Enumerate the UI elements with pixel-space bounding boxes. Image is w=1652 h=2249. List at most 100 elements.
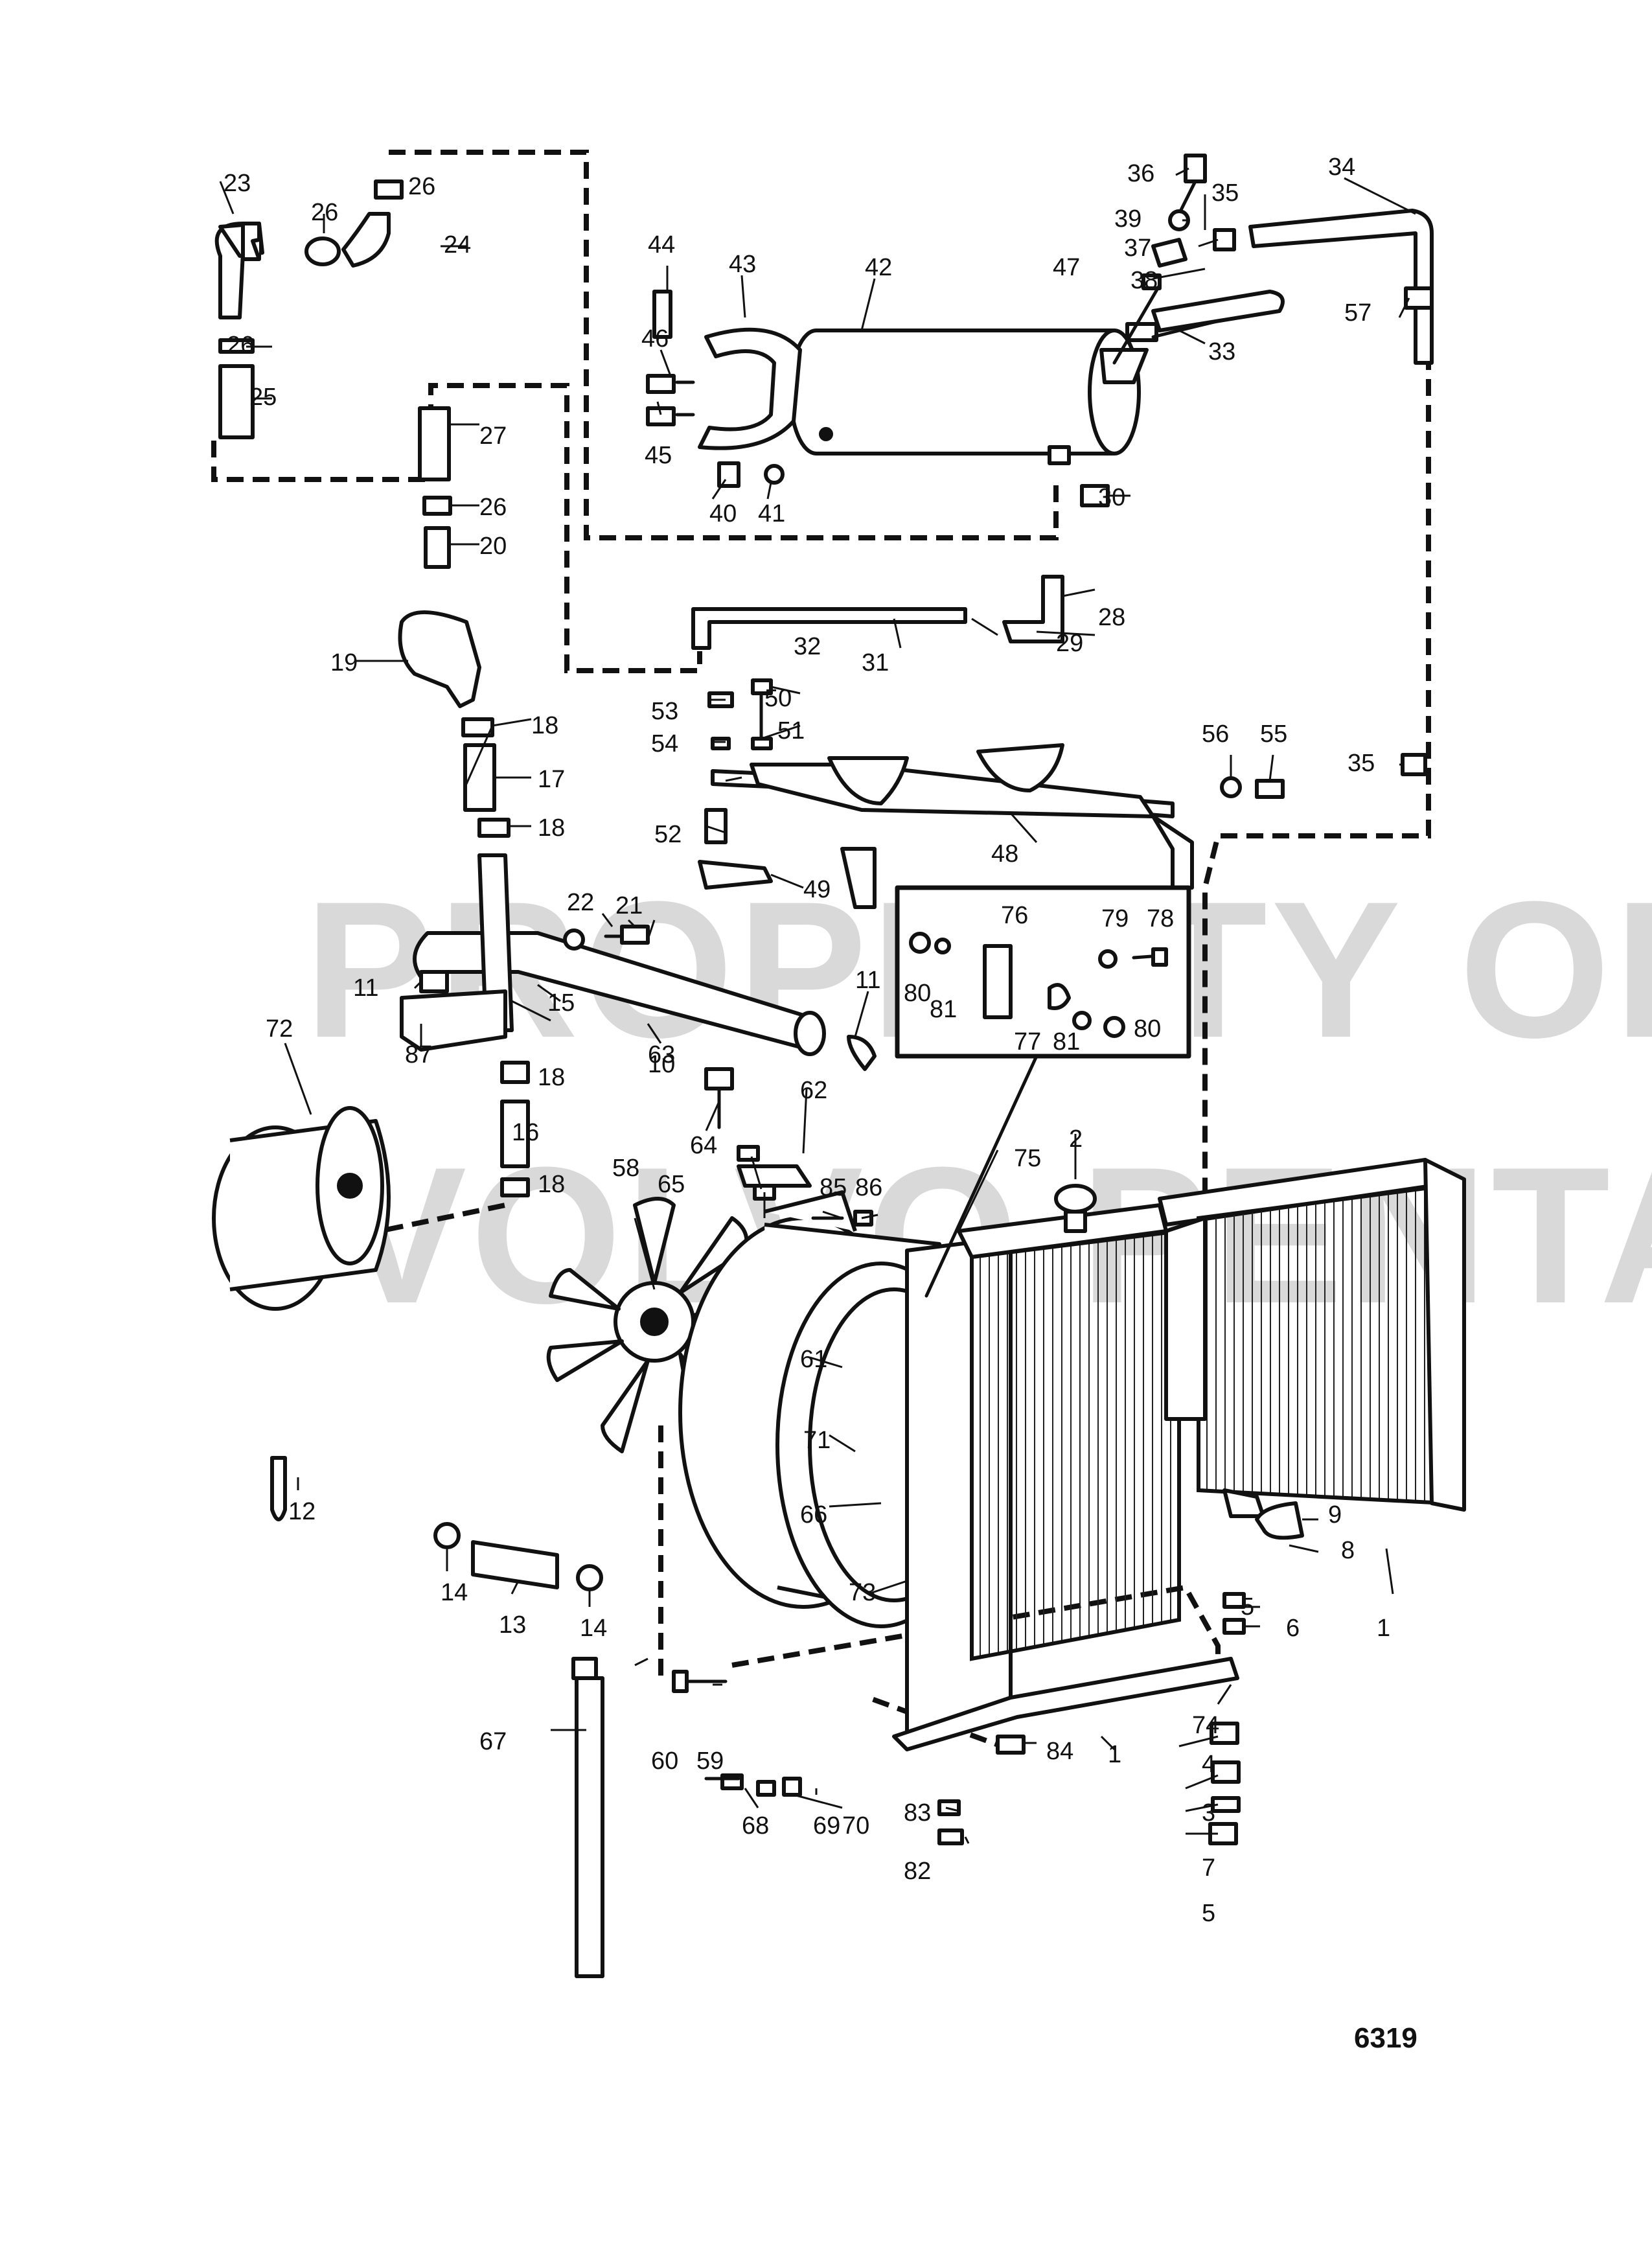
part-number-label: 38 — [1130, 267, 1158, 294]
part-number-label: 29 — [1056, 630, 1083, 657]
pipe-10-assembly — [400, 853, 877, 1197]
part-number-label: 70 — [842, 1812, 869, 1840]
part-number-label: 12 — [288, 1498, 315, 1525]
part-number-label: 82 — [904, 1858, 931, 1885]
part-number-label: 81 — [930, 996, 957, 1023]
part-number-label: 59 — [696, 1747, 724, 1775]
expansion-tank-assembly — [646, 154, 1434, 776]
part-number-label: 14 — [441, 1579, 468, 1606]
part-number-label: 18 — [538, 814, 565, 842]
part-number-label: 26 — [479, 494, 507, 521]
part-number-label: 27 — [479, 422, 507, 450]
part-number-label: 63 — [648, 1041, 675, 1068]
part-number-label: 18 — [538, 1171, 565, 1198]
route-right — [1202, 353, 1431, 1231]
part-number-label: 7 — [1202, 1854, 1215, 1882]
part-number-label: 58 — [612, 1155, 639, 1182]
part-number-label: 69 — [813, 1812, 840, 1840]
part-number-label: 25 — [249, 384, 277, 411]
part-number-label: 79 — [1101, 905, 1129, 932]
part-number-label: 9 — [1328, 1501, 1342, 1528]
part-number-label: 83 — [904, 1799, 931, 1827]
part-number-label: 16 — [512, 1119, 539, 1146]
pulley-72 — [212, 1106, 391, 1311]
part-number-label: 67 — [479, 1728, 507, 1755]
hardware — [270, 1067, 1304, 1978]
part-number-label: 15 — [547, 989, 575, 1017]
part-number-label: 61 — [800, 1346, 827, 1373]
part-number-label: 40 — [709, 500, 737, 527]
part-number-label: 86 — [855, 1174, 882, 1201]
part-number-label: 13 — [499, 1611, 526, 1639]
part-number-label: 20 — [479, 533, 507, 560]
part-number-label: 32 — [794, 633, 821, 660]
part-number-label: 17 — [538, 766, 565, 793]
part-number-label: 75 — [1014, 1145, 1041, 1172]
part-number-label: 22 — [567, 889, 594, 916]
part-number-label: 33 — [1208, 338, 1235, 365]
part-number-label: 6 — [1286, 1615, 1300, 1642]
part-number-label: 54 — [651, 730, 678, 757]
part-number-label: 26 — [227, 332, 254, 359]
part-number-label: 18 — [531, 712, 558, 739]
part-number-label: 53 — [651, 698, 678, 725]
part-number-label: 24 — [444, 231, 471, 259]
part-number-label: 66 — [800, 1501, 827, 1528]
part-number-label: 30 — [1098, 484, 1125, 511]
part-number-label: 71 — [803, 1427, 831, 1454]
part-number-label: 85 — [820, 1174, 847, 1201]
figure-number: 6319 — [1354, 2022, 1417, 2054]
part-number-label: 21 — [615, 892, 643, 919]
hoses-28-32 — [691, 575, 1064, 650]
part-number-label: 28 — [1098, 604, 1125, 631]
part-number-label: 14 — [580, 1615, 607, 1642]
route-27 — [428, 383, 702, 673]
part-number-label: 68 — [742, 1812, 769, 1840]
part-number-label: 80 — [1134, 1015, 1161, 1043]
part-number-label: 1 — [1108, 1741, 1121, 1768]
part-number-label: 5 — [1202, 1900, 1215, 1927]
part-number-label: 4 — [1202, 1751, 1215, 1778]
part-number-label: 35 — [1211, 179, 1239, 207]
part-number-label: 34 — [1328, 154, 1355, 181]
part-number-label: 81 — [1053, 1028, 1080, 1055]
part-number-label: 31 — [862, 649, 889, 676]
part-number-label: 60 — [651, 1747, 678, 1775]
part-number-label: 77 — [1014, 1028, 1041, 1055]
part-number-label: 45 — [645, 442, 672, 469]
part-number-label: 84 — [1046, 1738, 1073, 1765]
part-number-label: 44 — [648, 231, 675, 259]
part-number-label: 26 — [408, 173, 435, 200]
part-number-label: 41 — [758, 500, 785, 527]
part-number-label: 73 — [849, 1579, 876, 1606]
part-number-label: 26 — [311, 199, 338, 226]
part-number-label: 11 — [855, 967, 880, 994]
bracket-48 — [698, 678, 1285, 909]
part-number-label: 57 — [1344, 299, 1371, 327]
part-labels: 1 1 2 3 4 5 5 6 7 8 9 10 11 11 12 13 14 … — [224, 154, 1390, 1927]
part-number-label: 80 — [904, 980, 931, 1007]
part-number-label: 55 — [1260, 721, 1287, 748]
part-number-label: 36 — [1127, 160, 1154, 187]
part-number-label: 10 — [648, 1051, 675, 1078]
part-number-label: 78 — [1147, 905, 1174, 932]
part-number-label: 23 — [224, 170, 251, 197]
part-number-label: 51 — [777, 717, 805, 744]
part-number-label: 87 — [405, 1041, 432, 1068]
part-number-label: 42 — [865, 254, 892, 281]
part-number-label: 37 — [1124, 235, 1151, 262]
part-number-label: 35 — [1348, 750, 1375, 777]
route-vent-top — [389, 150, 1059, 540]
part-number-label: 3 — [1202, 1799, 1215, 1827]
part-number-label: 18 — [538, 1064, 565, 1091]
part-number-label: 72 — [266, 1015, 293, 1043]
radiator-1 — [892, 1158, 1466, 1751]
part-number-label: 64 — [690, 1132, 717, 1159]
part-number-label: 2 — [1069, 1125, 1083, 1153]
part-number-label: 39 — [1114, 205, 1141, 233]
part-number-label: 48 — [991, 840, 1018, 868]
part-number-label: 74 — [1192, 1712, 1219, 1739]
part-number-label: 19 — [330, 649, 358, 676]
